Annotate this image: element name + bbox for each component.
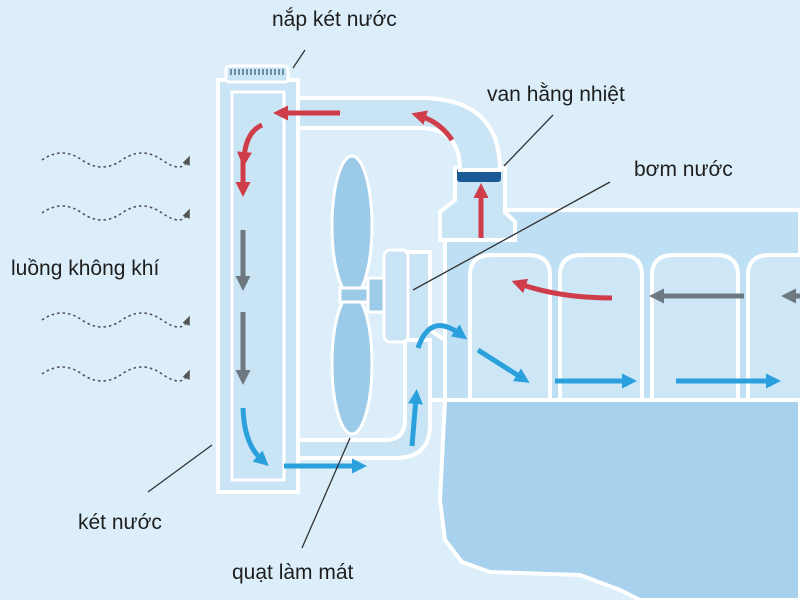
leader-lines	[147, 49, 611, 549]
label-radiator: két nước	[78, 511, 162, 534]
label-radiator-cap: nắp két nước	[272, 8, 397, 31]
fan-shaft-collar	[366, 276, 386, 314]
flow-arrow-icon	[411, 110, 455, 142]
engine-block	[437, 398, 800, 600]
flow-arrow-icon	[408, 389, 423, 447]
leader-line-cap	[292, 49, 306, 69]
cylinder	[558, 253, 644, 402]
fan-hub	[338, 286, 372, 304]
leader-line-pump	[412, 181, 611, 291]
leader-line-radiator	[147, 444, 213, 493]
cooling-coolant-flow	[235, 230, 800, 385]
engine-cylinders	[468, 253, 800, 402]
cylinder	[650, 253, 740, 402]
airflow-wave-icon	[41, 366, 190, 382]
airflow-wave-icon	[41, 205, 190, 221]
label-water-pump: bơm nước	[634, 158, 733, 181]
leader-line-valve	[503, 114, 554, 167]
flow-arrow-icon	[476, 347, 530, 383]
cold-coolant-flow	[240, 323, 781, 474]
airflow-wave-icon	[41, 152, 190, 168]
hot-coolant-flow	[235, 105, 613, 301]
cooling-fan	[330, 154, 410, 436]
flow-arrow-icon	[240, 407, 269, 466]
fan-blade-upper	[330, 154, 374, 298]
airflow-wave-icon	[41, 312, 190, 328]
radiator-cap	[224, 64, 290, 84]
thermostat-housing	[438, 166, 517, 242]
label-cooling-fan: quạt làm mát	[232, 561, 354, 584]
pump-pulley	[382, 248, 410, 344]
airflow-waves	[41, 152, 190, 382]
flow-arrow-icon	[511, 278, 613, 301]
radiator-core	[230, 90, 286, 482]
cylinder	[468, 253, 552, 402]
leader-line-fan	[301, 437, 351, 549]
cylinder	[746, 253, 800, 402]
label-airflow: luồng không khí	[11, 257, 160, 280]
flow-arrow-icon	[236, 122, 264, 167]
fan-blade-lower	[330, 292, 374, 436]
flow-arrow-icon	[415, 323, 468, 349]
upper-hose	[288, 96, 503, 172]
label-thermostat: van hằng nhiệt	[487, 83, 625, 106]
radiator-body	[216, 78, 300, 494]
